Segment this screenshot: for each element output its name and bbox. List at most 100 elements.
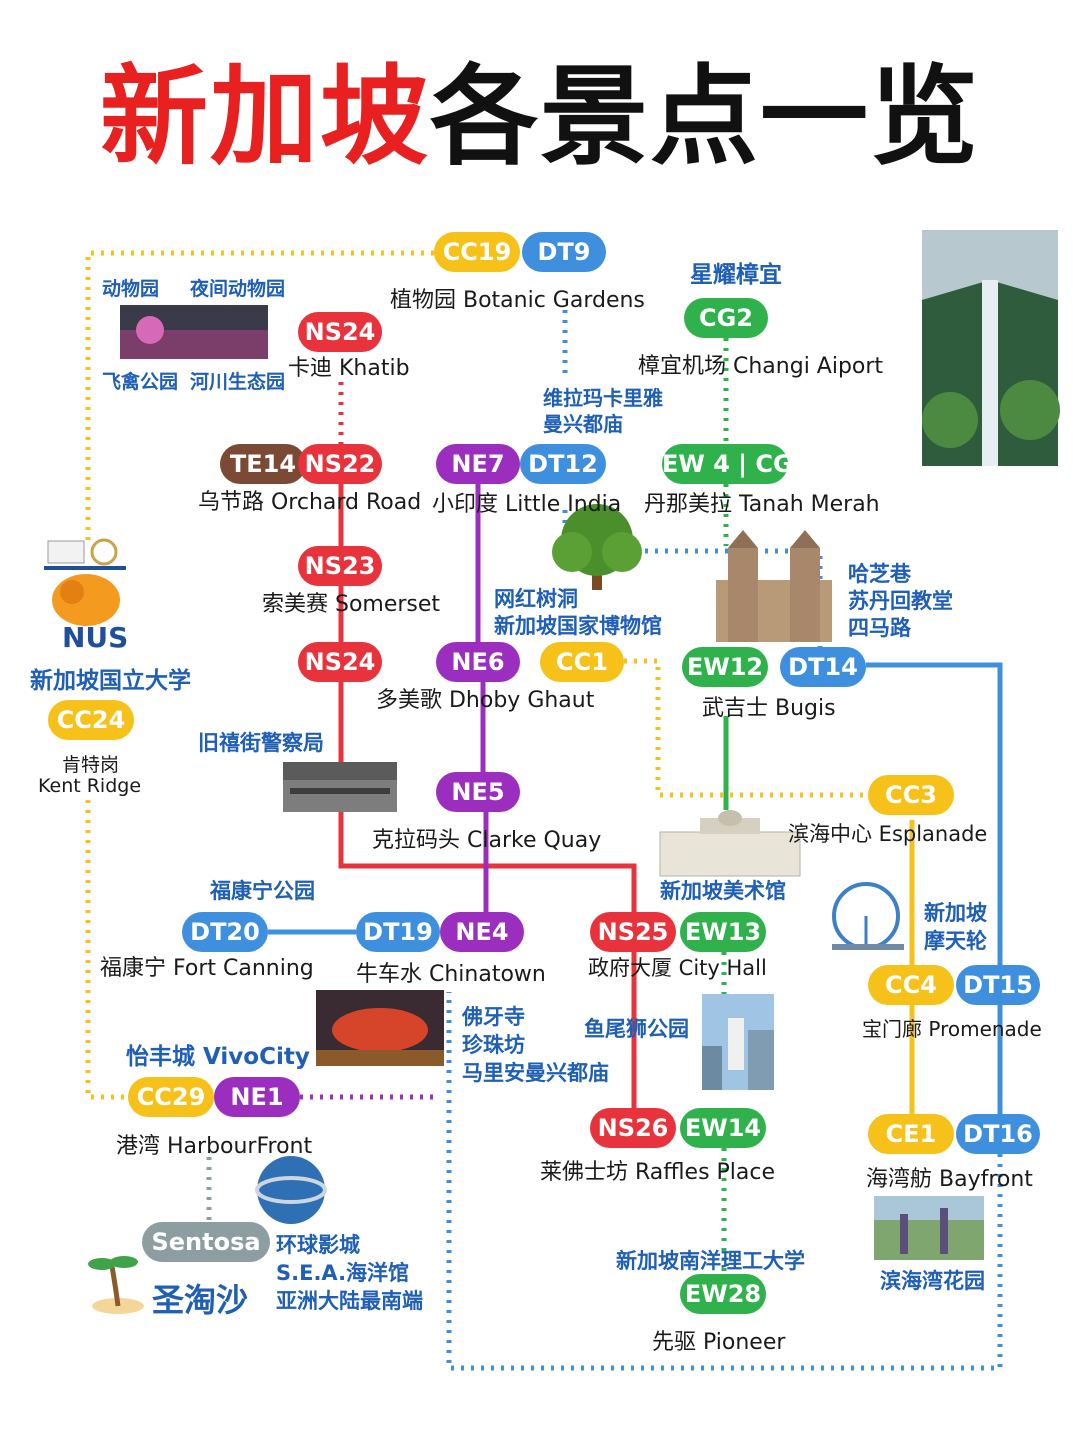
station-label-promenade: 宝门廊 Promenade [862, 1017, 1042, 1041]
attraction-ntu: 新加坡南洋理工大学 [616, 1249, 805, 1273]
badge-ew12[interactable]: EW12 [682, 647, 768, 687]
station-label-botanic: 植物园 Botanic Gardens [390, 288, 645, 313]
badge-dt19[interactable]: DT19 [356, 912, 440, 952]
attraction-tree-tunnel: 网红树洞 [494, 587, 578, 611]
dt-line-bayfront-loop [446, 992, 1003, 1371]
badge-te14[interactable]: TE14 [220, 444, 306, 484]
attraction-bird-park: 飞禽公园 [102, 371, 179, 393]
attraction-flyer-line2: 摩天轮 [924, 929, 987, 953]
badge-ns24-dhoby[interactable]: NS24 [298, 642, 382, 682]
attraction-haji-lane: 哈芝巷 [848, 562, 911, 586]
badge-cc19[interactable]: CC19 [434, 232, 520, 272]
badge-sentosa[interactable]: Sentosa [142, 1222, 270, 1262]
badge-ns25[interactable]: NS25 [590, 912, 676, 952]
attraction-river-safari: 河川生态园 [190, 371, 286, 393]
station-label-khatib: 卡迪 Khatib [288, 356, 410, 381]
station-label-tanah-merah: 丹那美拉 Tanah Merah [644, 492, 880, 517]
badge-ew13[interactable]: EW13 [680, 912, 766, 952]
attraction-night-safari: 夜间动物园 [190, 278, 286, 300]
attraction-temple-line2: 曼兴都庙 [543, 412, 623, 436]
attraction-gardens-by-the-bay: 滨海湾花园 [880, 1269, 985, 1293]
merlion-photo [702, 994, 774, 1090]
station-label-kent-ridge-en: Kent Ridge [38, 775, 142, 797]
attraction-national-museum: 新加坡国家博物馆 [494, 614, 662, 638]
title-black: 各景点一览 [430, 55, 981, 180]
attraction-zoo: 动物园 [102, 278, 160, 300]
badge-ns26[interactable]: NS26 [590, 1108, 676, 1148]
nus-logo [44, 538, 126, 626]
station-label-harbourfront: 港湾 HarbourFront [116, 1134, 313, 1159]
attraction-sultan-mosque: 苏丹回教堂 [848, 589, 953, 613]
attraction-southernmost-point: 亚洲大陆最南端 [276, 1289, 423, 1313]
badge-ce1[interactable]: CE1 [868, 1114, 954, 1154]
title-red: 新加坡 [99, 55, 430, 180]
badge-cc3[interactable]: CC3 [868, 775, 954, 815]
badge-dt9[interactable]: DT9 [522, 232, 606, 272]
dt-line-bugis-promenade [866, 662, 1003, 965]
station-label-clarke-quay: 克拉码头 Clarke Quay [372, 828, 602, 853]
gardens-photo [874, 1196, 984, 1260]
badge-dt15[interactable]: DT15 [956, 965, 1040, 1005]
page-title: 新加坡各景点一览 [0, 48, 1080, 188]
attraction-flyer-line1: 新加坡 [924, 901, 987, 925]
badge-cc29[interactable]: CC29 [128, 1077, 214, 1117]
station-label-somerset: 索美赛 Somerset [262, 592, 441, 617]
badge-ne4[interactable]: NE4 [440, 912, 524, 952]
flyer-photo [832, 882, 904, 950]
badge-ne6[interactable]: NE6 [436, 642, 520, 682]
station-label-bugis: 武吉士 Bugis [702, 696, 836, 721]
attraction-sentosa: 圣淘沙 [152, 1281, 249, 1319]
gallery-photo [659, 810, 801, 877]
station-label-esplanade: 滨海中心 Esplanade [788, 822, 988, 846]
cc-line-kentridge-harbourfront [85, 800, 128, 1100]
tree-icon [552, 504, 642, 590]
badge-dt14[interactable]: DT14 [780, 647, 866, 687]
attraction-buddha-tooth: 佛牙寺 [462, 1005, 525, 1029]
nus-logo-text: NUS [62, 621, 129, 654]
badge-cc1[interactable]: CC1 [540, 642, 624, 682]
attraction-art-museum: 新加坡美术馆 [660, 879, 786, 903]
attraction-sea-aquarium: S.E.A.海洋馆 [276, 1261, 410, 1285]
station-label-bayfront: 海湾舫 Bayfront [866, 1167, 1033, 1192]
badge-cg2[interactable]: CG2 [684, 298, 768, 338]
attraction-police-station: 旧禧街警察局 [198, 731, 324, 755]
attraction-vivocity: 怡丰城 VivoCity [126, 1044, 310, 1070]
chinatown-photo [316, 990, 444, 1066]
station-label-changi: 樟宜机场 Changi Aiport [638, 354, 884, 379]
badge-cc4[interactable]: CC4 [868, 965, 954, 1005]
station-label-city-hall: 政府大厦 City Hall [588, 956, 767, 980]
badge-dt12[interactable]: DT12 [520, 444, 606, 484]
badge-ne7[interactable]: NE7 [436, 444, 520, 484]
badge-ns24-khatib[interactable]: NS24 [298, 312, 382, 352]
station-label-raffles: 莱佛士坊 Raffles Place [540, 1160, 776, 1185]
badge-dt16[interactable]: DT16 [956, 1114, 1040, 1154]
attraction-temple-line1: 维拉玛卡里雅 [543, 386, 663, 410]
badge-ne1[interactable]: NE1 [214, 1077, 300, 1117]
universal-globe-icon [255, 1156, 327, 1224]
attraction-universal-studios: 环球影城 [276, 1233, 360, 1257]
jewel-photo [922, 230, 1060, 466]
cc-line-botanic-nus [85, 250, 434, 546]
attraction-jewel: 星耀樟宜 [690, 262, 782, 288]
badge-ew4-cg[interactable]: EW 4 | CG [662, 444, 793, 484]
badge-cc24[interactable]: CC24 [48, 700, 134, 740]
attraction-sri-mariamman: 马里安曼兴都庙 [462, 1061, 609, 1085]
badge-dt20[interactable]: DT20 [182, 912, 268, 952]
zoo-photo [120, 305, 268, 359]
station-label-chinatown: 牛车水 Chinatown [356, 962, 546, 987]
badge-ns22[interactable]: NS22 [298, 444, 382, 484]
badge-ne5[interactable]: NE5 [436, 772, 520, 812]
station-label-pioneer: 先驱 Pioneer [652, 1330, 786, 1355]
cathedral-photo [716, 530, 832, 642]
attraction-merlion-park: 鱼尾狮公园 [584, 1017, 689, 1041]
badge-ew14[interactable]: EW14 [680, 1108, 766, 1148]
attraction-fort-canning-park: 福康宁公园 [210, 879, 315, 903]
attraction-pearl-centre: 珍珠坊 [462, 1033, 525, 1057]
palm-tree-icon [88, 1256, 144, 1314]
station-label-little-india: 小印度 Little India [432, 492, 622, 517]
station-label-orchard: 乌节路 Orchard Road [198, 490, 422, 515]
badge-ew28[interactable]: EW28 [680, 1274, 766, 1314]
cc-line [85, 250, 915, 1114]
badge-ns23[interactable]: NS23 [298, 546, 382, 586]
